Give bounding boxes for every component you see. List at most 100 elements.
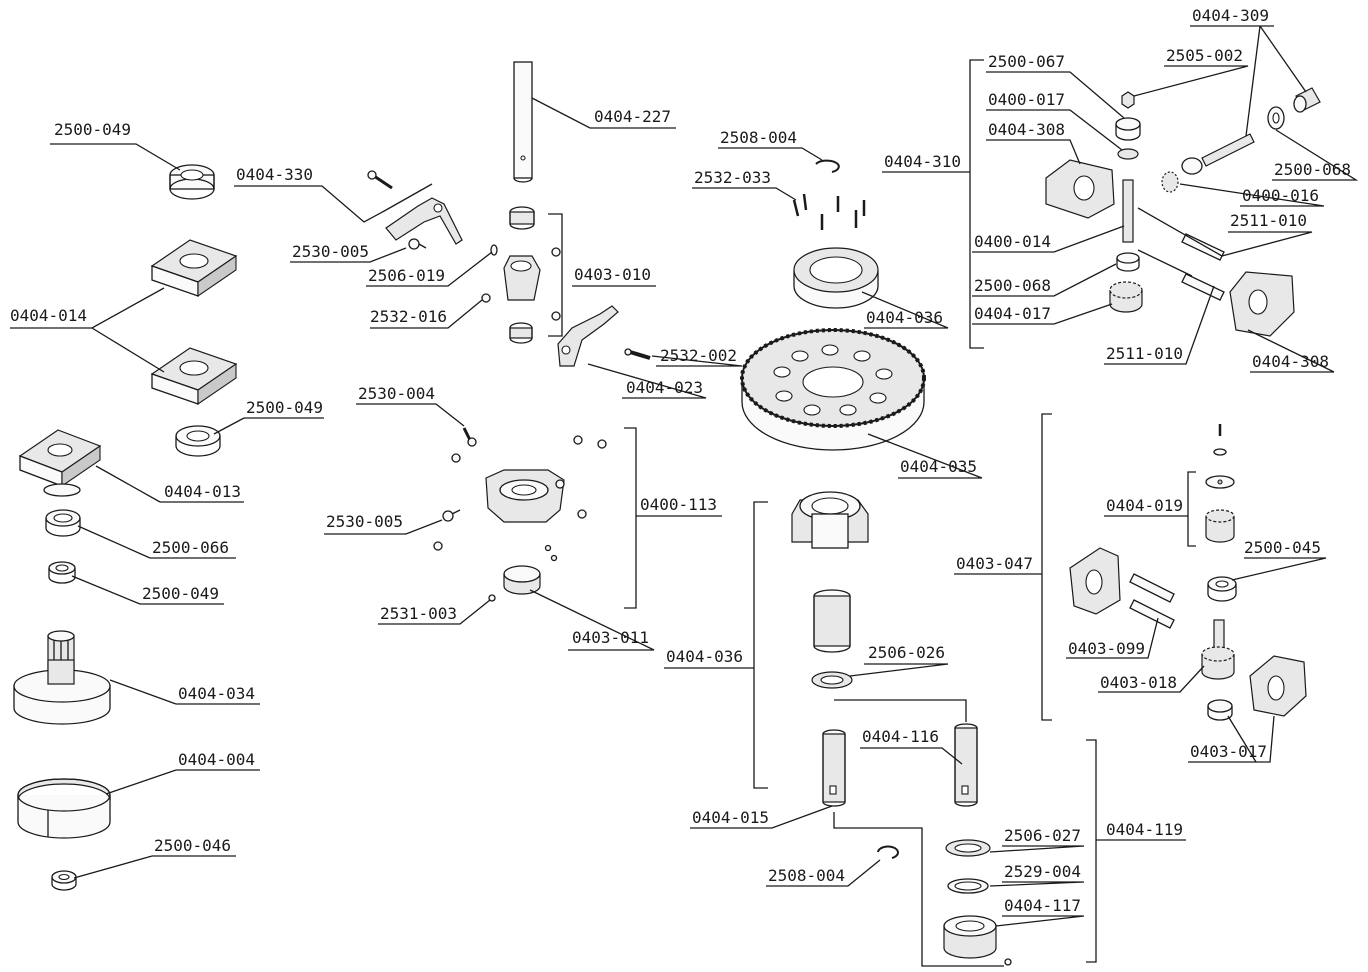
nut-2505-002: [1121, 91, 1135, 109]
bearing-2500-068-left: [1116, 252, 1140, 272]
screws-2532-033: [792, 193, 866, 230]
shaft-0404-015: [822, 729, 846, 807]
pin-2531-003: [488, 594, 496, 602]
gear-0400-017: [1117, 148, 1139, 160]
leader-lines: [10, 25, 1359, 967]
label-0403-010: 0403-010: [574, 265, 651, 284]
ball-small-0403-010: [551, 247, 561, 321]
label-2500-066: 2500-066: [152, 538, 229, 557]
label-0404-309: 0404-309: [1192, 6, 1269, 25]
hub-0404-036-top: [793, 247, 879, 309]
label-2532-033: 2532-033: [694, 168, 771, 187]
washer-2506-026: [811, 671, 853, 689]
label-0404-036-mid: 0404-036: [666, 647, 743, 666]
washout-arm-0404-023: [557, 305, 619, 367]
bearing-2500-046: [51, 870, 77, 891]
label-0404-019: 0404-019: [1106, 496, 1183, 515]
label-0404-015: 0404-015: [692, 808, 769, 827]
collar-0403-011: [503, 565, 541, 595]
label-2505-002: 2505-002: [1166, 46, 1243, 65]
pin-2506-019: [490, 244, 498, 256]
output-shaft-0404-309: [1181, 133, 1255, 175]
label-2508-004-bot: 2508-004: [768, 866, 845, 885]
label-2531-003: 2531-003: [380, 604, 457, 623]
bearing-2500-049-low: [48, 561, 76, 584]
tail-case-0404-308-bot: [1229, 271, 1295, 337]
tail-case-0404-308-top: [1045, 159, 1115, 219]
bearing-2500-067: [1115, 117, 1141, 141]
shaft-gear-0403-018: [1201, 619, 1235, 680]
gear-0400-016: [1161, 171, 1179, 193]
washer-2506-027: [945, 839, 991, 857]
label-0400-014: 0400-014: [974, 232, 1051, 251]
label-0404-227: 0404-227: [594, 107, 671, 126]
label-0404-116: 0404-116: [862, 727, 939, 746]
hub-0404-036-mid: [791, 491, 869, 549]
label-0400-113: 0400-113: [640, 495, 717, 514]
label-0404-308-top: 0404-308: [988, 120, 1065, 139]
collar-0404-309: [1293, 87, 1321, 113]
label-0404-330: 0404-330: [236, 165, 313, 184]
label-2529-004: 2529-004: [1004, 862, 1081, 881]
bearing-2500-066: [45, 509, 81, 537]
clutch-lining-0404-004: [17, 778, 111, 839]
label-2506-019: 2506-019: [368, 266, 445, 285]
label-2532-002: 2532-002: [660, 346, 737, 365]
gear-0404-017: [1109, 281, 1143, 313]
gearbox-case-0403-047: [1069, 547, 1121, 615]
bearing-2500-068-right: [1267, 106, 1285, 130]
pins-0403-099: [1129, 573, 1175, 629]
label-0404-034: 0404-034: [178, 684, 255, 703]
label-2500-068-left: 2500-068: [974, 276, 1051, 295]
ball-2530-005-mid: [433, 509, 461, 551]
washer-2529-004: [947, 878, 989, 894]
bearing-2500-049-mid: [175, 425, 221, 457]
label-2532-016: 2532-016: [370, 307, 447, 326]
part-labels: 0404-309 2505-002 2500-067 0400-017 0404…: [10, 6, 1351, 915]
label-0403-047: 0403-047: [956, 554, 1033, 573]
label-0404-004: 0404-004: [178, 750, 255, 769]
bearing-2500-045: [1207, 576, 1237, 602]
circlip-2508-004-bot: [877, 845, 899, 859]
label-0403-011: 0403-011: [572, 628, 649, 647]
ball-2530-005-top: [408, 238, 427, 250]
ball-2532-016: [481, 293, 491, 303]
clutch-bell-0404-034: [13, 630, 111, 725]
label-2506-027: 2506-027: [1004, 826, 1081, 845]
block-0404-014-upper: [150, 239, 238, 298]
ball-2530-004: [451, 427, 477, 463]
bearing-0403-017: [1207, 699, 1233, 721]
main-shaft-0404-227: [513, 61, 533, 183]
small-balls-swash: [544, 544, 558, 562]
sleeve-0404-036: [813, 589, 851, 653]
gear-0404-019: [1205, 509, 1235, 543]
label-2500-049-a: 2500-049: [54, 120, 131, 139]
block-0404-014-lower: [150, 347, 238, 406]
label-0404-013: 0404-013: [164, 482, 241, 501]
washout-hub-0403-010: [503, 206, 541, 344]
label-2500-045: 2500-045: [1244, 538, 1321, 557]
gearbox-case-0403-017: [1249, 655, 1307, 717]
label-2500-046: 2500-046: [154, 836, 231, 855]
bolt-2532-002: [624, 348, 651, 360]
pin-2511-010-bot: [1181, 273, 1225, 301]
block-0404-013: [18, 429, 102, 497]
pin-2511-010-top: [1181, 233, 1225, 261]
washer-0404-019: [1205, 475, 1235, 489]
label-0404-310: 0404-310: [884, 152, 961, 171]
circlip-2508-004-top: [815, 159, 840, 173]
label-2511-010-bot: 2511-010: [1106, 344, 1183, 363]
shaft-0404-116: [954, 723, 978, 807]
screw-0404-019: [1213, 424, 1227, 456]
label-2500-068-right: 2500-068: [1274, 160, 1351, 179]
label-2500-049-c: 2500-049: [142, 584, 219, 603]
label-2530-005-mid: 2530-005: [326, 512, 403, 531]
label-0400-016: 0400-016: [1242, 186, 1319, 205]
label-0403-018: 0403-018: [1100, 673, 1177, 692]
label-2530-004: 2530-004: [358, 384, 435, 403]
label-0404-014: 0404-014: [10, 306, 87, 325]
gear-0404-117: [943, 915, 1012, 966]
label-0404-117: 0404-117: [1004, 896, 1081, 915]
label-0404-308-bot: 0404-308: [1252, 352, 1329, 371]
